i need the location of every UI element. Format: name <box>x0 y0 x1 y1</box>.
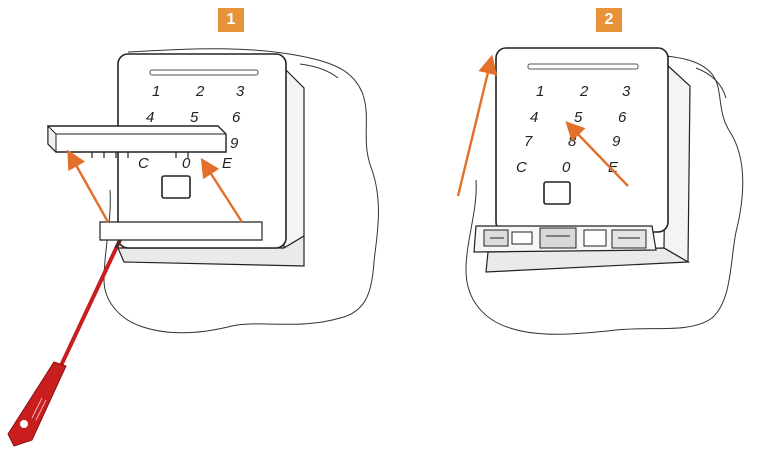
key-e: E <box>222 155 233 172</box>
exposed-mechanism <box>474 226 656 252</box>
key-6: 6 <box>618 109 627 126</box>
key-4: 4 <box>530 109 538 126</box>
key-5: 5 <box>190 109 199 126</box>
key-2: 2 <box>195 83 205 100</box>
key-1: 1 <box>536 83 544 100</box>
key-9: 9 <box>612 133 621 150</box>
key-9: 9 <box>230 135 239 152</box>
key-3: 3 <box>622 83 631 100</box>
device-1-side <box>284 68 304 248</box>
key-c: C <box>516 159 527 176</box>
display-slot-1 <box>150 70 258 75</box>
key-4: 4 <box>146 109 154 126</box>
key-2: 2 <box>579 83 589 100</box>
panel-2: 1 2 3 4 5 6 7 8 9 C 0 E <box>458 48 743 334</box>
display-slot-2 <box>528 64 638 69</box>
key-0: 0 <box>562 159 571 176</box>
key-c: C <box>138 155 149 172</box>
key-3: 3 <box>236 83 245 100</box>
key-8: 8 <box>568 133 577 150</box>
key-5: 5 <box>574 109 583 126</box>
key-1: 1 <box>152 83 160 100</box>
panel-1: 1 2 3 4 5 6 9 C 0 E <box>8 49 378 446</box>
key-7: 7 <box>524 133 533 150</box>
fingerprint-sensor-2 <box>544 182 570 204</box>
fingerprint-sensor-1 <box>162 176 190 198</box>
arrow-lift-left <box>72 158 108 222</box>
screwdriver <box>8 240 120 446</box>
arrow-slide-up <box>458 64 490 196</box>
key-6: 6 <box>232 109 241 126</box>
key-0: 0 <box>182 155 191 172</box>
